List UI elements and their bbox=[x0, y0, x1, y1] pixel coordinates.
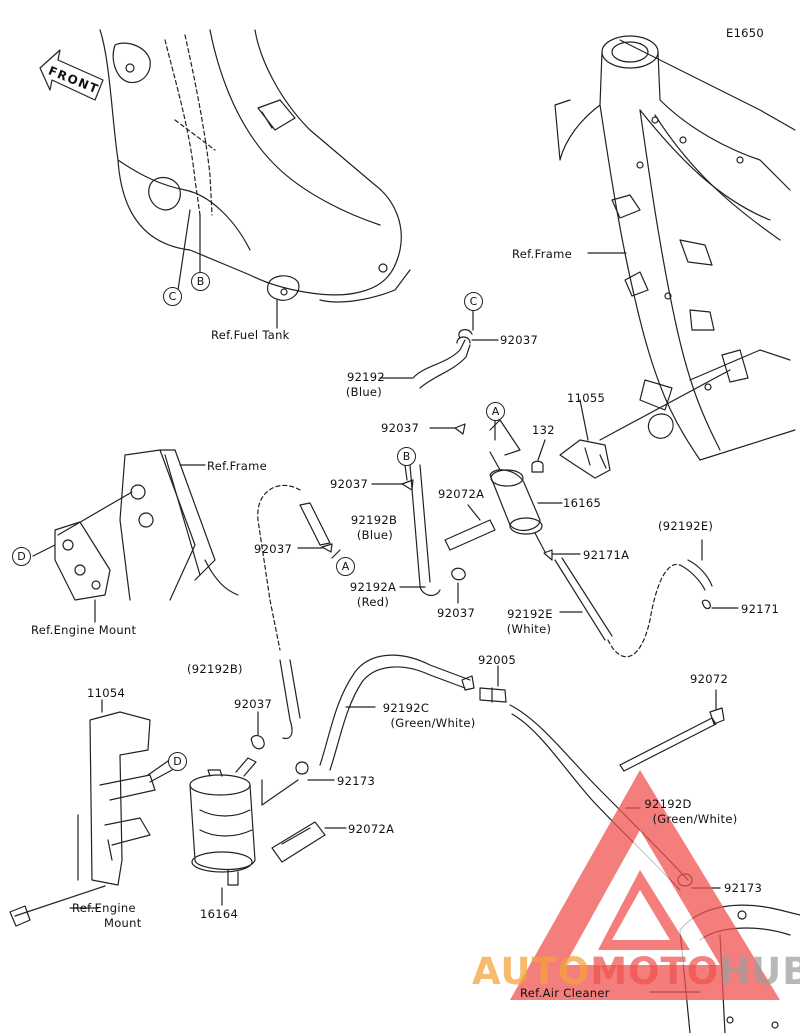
callout-d-mount: D bbox=[12, 547, 31, 566]
strap-92072A bbox=[271, 821, 347, 863]
callout-a-filter: A bbox=[486, 402, 505, 421]
hose-92192A bbox=[399, 464, 441, 597]
part-11055: 11055 bbox=[567, 391, 606, 405]
part-11054: 11054 bbox=[87, 686, 126, 700]
part-92072A-low: 92072A bbox=[348, 822, 395, 836]
hose-92192C bbox=[319, 654, 475, 771]
fuel-tank-outline bbox=[99, 29, 411, 329]
part-92192D: 92192D bbox=[644, 797, 692, 811]
ref-air-cleaner: Ref.Air Cleaner bbox=[520, 986, 610, 1000]
callout-a-hose: A bbox=[336, 557, 355, 576]
ref-engine-mount-bottom: Ref.Engine bbox=[72, 901, 136, 915]
part-92173-mid: 92173 bbox=[337, 774, 376, 788]
callout-c-hose: C bbox=[464, 292, 483, 311]
canister-16164 bbox=[189, 757, 257, 906]
hose-92192E bbox=[554, 539, 713, 658]
part-92037-b: 92037 bbox=[330, 477, 369, 491]
part-92192A-note: (Red) bbox=[356, 595, 390, 609]
frame-outline bbox=[554, 35, 796, 461]
bracket-11055 bbox=[531, 369, 731, 479]
part-92037-top: 92037 bbox=[500, 333, 539, 347]
watermark-triangle bbox=[510, 770, 780, 1000]
part-92192D-note: (Green/White) bbox=[652, 812, 738, 826]
part-92037-low: 92037 bbox=[437, 606, 476, 620]
part-92171A: 92171A bbox=[583, 548, 630, 562]
part-92037-can: 92037 bbox=[234, 697, 273, 711]
watermark-hub: HUB bbox=[719, 950, 800, 993]
watermark-moto: MOTO bbox=[590, 950, 720, 993]
watermark-logo: AUTOMOTOHUB bbox=[472, 950, 800, 993]
part-92192A: 92192A bbox=[349, 580, 397, 594]
diagram-code: E1650 bbox=[726, 26, 765, 40]
part-92192-blue: 92192 bbox=[346, 370, 386, 384]
part-16164: 16164 bbox=[200, 907, 239, 921]
part-92192-blue-note: (Blue) bbox=[345, 385, 383, 399]
part-92192E-paren: (92192E) bbox=[658, 519, 714, 533]
part-132: 132 bbox=[532, 423, 555, 437]
hose-92192B bbox=[257, 484, 331, 740]
ref-engine-mount-left: Ref.Engine Mount bbox=[31, 623, 137, 637]
ref-frame-left: Ref.Frame bbox=[207, 459, 267, 473]
hose-92192 bbox=[379, 336, 471, 389]
callout-b-hose: B bbox=[397, 447, 416, 466]
part-16165: 16165 bbox=[563, 496, 602, 510]
part-92192E: 92192E bbox=[507, 607, 553, 621]
callout-c-tank: C bbox=[163, 287, 182, 306]
front-arrow bbox=[39, 49, 104, 101]
part-92192C-note: (Green/White) bbox=[390, 716, 476, 730]
part-92072A-top: 92072A bbox=[438, 487, 485, 501]
part-92005: 92005 bbox=[478, 653, 517, 667]
part-92192C: 92192C bbox=[382, 701, 430, 715]
watermark-auto: AUTO bbox=[472, 950, 591, 993]
callout-b-tank: B bbox=[191, 272, 210, 291]
ref-engine-mount-bottom-2: Mount bbox=[104, 916, 142, 930]
callout-leaders bbox=[149, 309, 496, 783]
cable-tie-92072 bbox=[619, 689, 725, 772]
part-92037-left: 92037 bbox=[254, 542, 293, 556]
ref-frame-top: Ref.Frame bbox=[512, 247, 572, 261]
part-92173-low: 92173 bbox=[724, 881, 763, 895]
engine-mount-frame bbox=[32, 449, 239, 623]
part-92192E-note: (White) bbox=[506, 622, 552, 636]
part-92192B-paren: (92192B) bbox=[187, 662, 243, 676]
part-92192B-note: (Blue) bbox=[356, 528, 394, 542]
part-92072: 92072 bbox=[690, 672, 729, 686]
part-92171: 92171 bbox=[741, 602, 780, 616]
part-92037-mid: 92037 bbox=[381, 421, 420, 435]
ref-fuel-tank: Ref.Fuel Tank bbox=[211, 328, 290, 342]
part-92192B: 92192B bbox=[350, 513, 398, 527]
joint-92005 bbox=[479, 665, 507, 703]
callout-d-bracket: D bbox=[168, 752, 187, 771]
bracket-11054 bbox=[9, 699, 169, 927]
